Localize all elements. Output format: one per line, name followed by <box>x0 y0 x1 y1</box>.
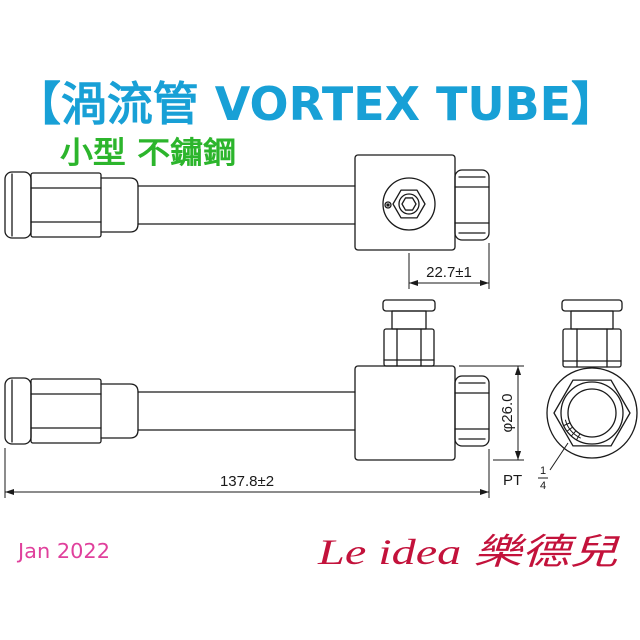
inlet-fitting <box>4 171 139 239</box>
body-outline <box>546 367 638 459</box>
body-diameter-dimension <box>459 365 524 461</box>
front-view <box>4 299 490 461</box>
thread-hatch <box>563 419 581 441</box>
side-view <box>546 299 638 459</box>
page-title: 【渦流管 VORTEX TUBE】 <box>15 77 617 131</box>
right-hex-nut <box>454 169 490 241</box>
right-hex-nut <box>454 375 490 447</box>
vortex-body <box>354 154 456 251</box>
hatch-line <box>570 430 577 437</box>
connector-hex <box>383 328 435 367</box>
inlet-fitting <box>4 377 139 445</box>
hatch-line <box>566 426 574 432</box>
leader-line <box>549 442 569 471</box>
nut-chamfer-circle <box>560 381 624 445</box>
thread-size-denominator: 4 <box>540 480 546 492</box>
connector-neck <box>570 310 614 330</box>
port-bore <box>398 193 420 215</box>
hex-socket <box>401 197 417 211</box>
date-label: Jan 2022 <box>16 539 110 563</box>
thread-type-label: PT <box>503 472 522 489</box>
orientation-mark-dot <box>386 203 390 207</box>
port-offset-label: 22.7±1 <box>426 264 472 281</box>
push-in-connector-side <box>561 299 623 368</box>
thread-port <box>567 388 617 438</box>
port-hex <box>392 189 426 219</box>
vortex-body <box>354 365 456 461</box>
overall-length-dimension <box>4 448 490 498</box>
port-cap-outline <box>382 177 436 231</box>
overall-length-label: 137.8±2 <box>220 473 274 490</box>
thread-arc <box>564 419 581 439</box>
thread-callout <box>538 442 569 479</box>
body-diameter-label: φ26.0 <box>499 394 516 433</box>
subtitle: 小型 不鏽鋼 <box>60 136 236 171</box>
top-view <box>4 154 490 251</box>
push-in-port <box>382 177 436 231</box>
connector-neck <box>391 310 427 330</box>
hatch-line <box>563 422 571 427</box>
hex-nut-face <box>553 379 631 447</box>
brand-logo-text: Le idea 樂德兒 <box>317 532 621 572</box>
push-in-connector <box>382 299 436 367</box>
drawing-lines <box>4 154 638 461</box>
port-offset-dimension <box>408 243 490 289</box>
connector-release-collar <box>561 299 623 312</box>
orientation-mark-ring <box>384 201 392 209</box>
connector-hex <box>562 328 622 368</box>
thread-size-numerator: 1 <box>540 465 546 477</box>
dimensions <box>4 243 569 498</box>
orientation-mark <box>384 201 392 209</box>
hatch-line <box>576 433 581 441</box>
connector-release-collar <box>382 299 436 312</box>
